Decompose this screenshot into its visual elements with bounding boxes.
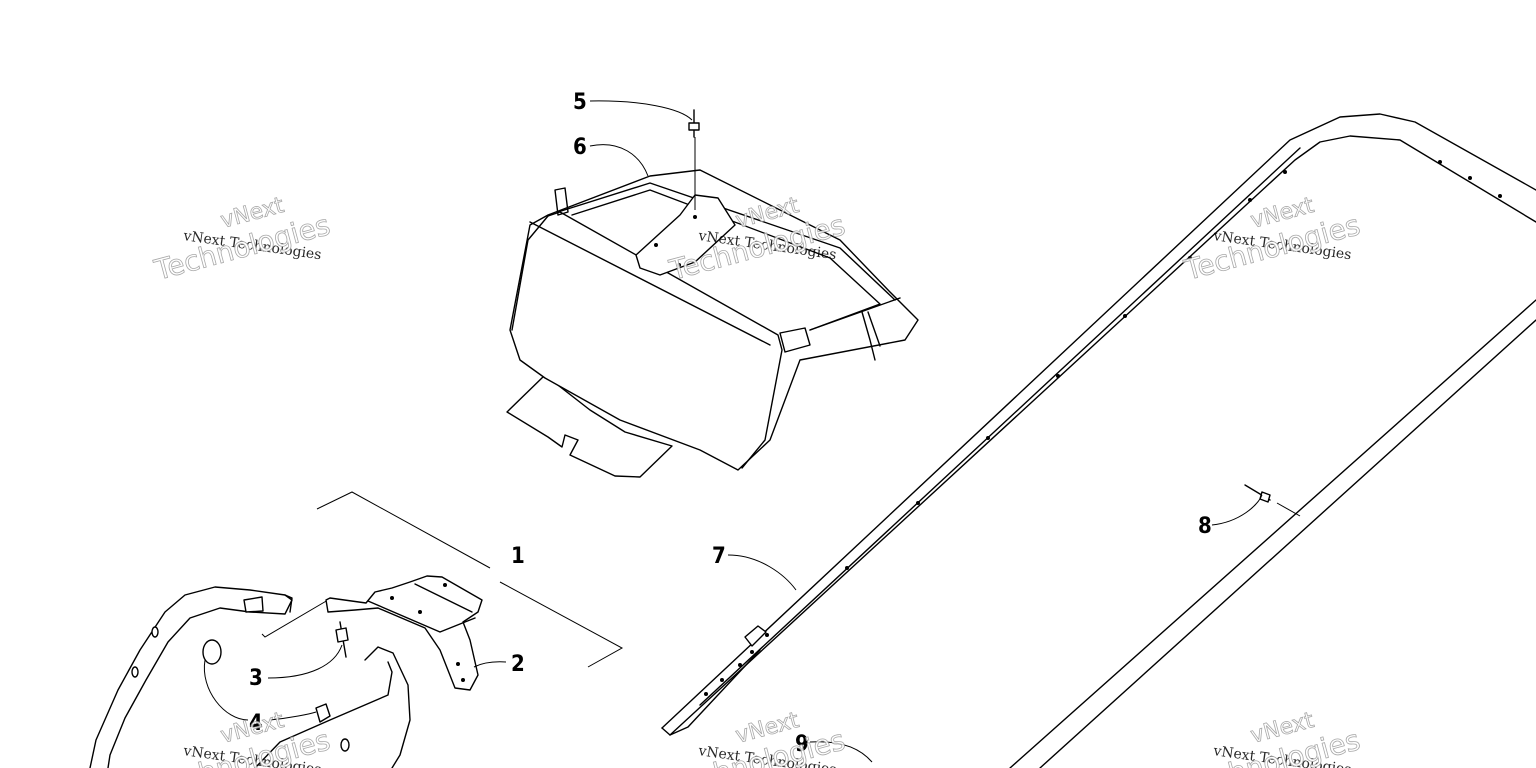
callout-5[interactable]: 5 [573,90,587,115]
callout-3[interactable]: 3 [249,666,263,691]
leader-lines [203,100,1263,763]
callout-9[interactable]: 9 [795,732,809,757]
rail-frame[interactable] [661,113,1536,768]
bracket-group-outline [261,491,624,668]
plug-cap[interactable] [202,639,331,723]
mounting-bracket[interactable] [325,575,483,691]
rivet[interactable] [335,621,349,658]
small-rivet[interactable] [1244,484,1301,517]
callout-4[interactable]: 4 [249,711,263,736]
bolt[interactable] [688,109,700,210]
callout-1[interactable]: 1 [511,544,525,569]
handle-bar-frame[interactable] [89,586,411,768]
storage-bag[interactable] [506,169,919,478]
callout-7[interactable]: 7 [712,544,726,569]
callout-6[interactable]: 6 [573,135,587,160]
callout-8[interactable]: 8 [1198,514,1212,539]
callout-labels: 1 2 3 4 5 6 7 8 9 [249,90,1212,757]
callout-2[interactable]: 2 [511,652,525,677]
